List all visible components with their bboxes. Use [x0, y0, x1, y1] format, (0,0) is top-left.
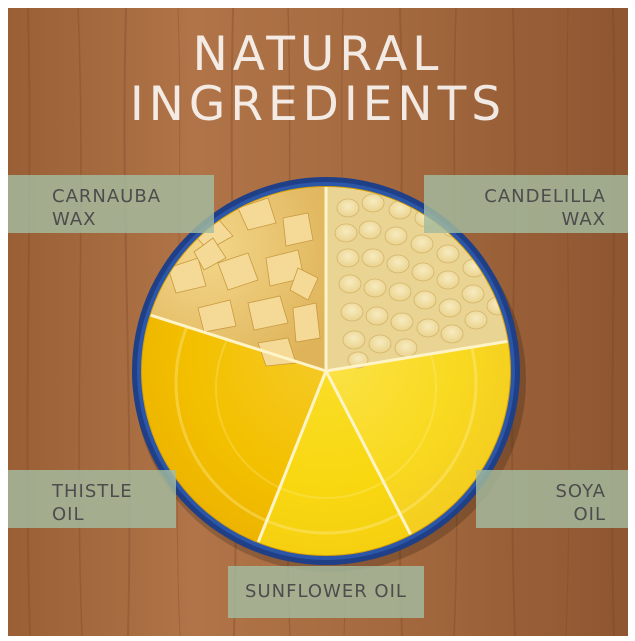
title-line-1: NATURAL: [192, 27, 444, 82]
sunflower-oil-segment: [248, 371, 428, 555]
label-soya-oil: SOYA OIL: [476, 470, 628, 528]
label-candelilla-wax: CANDELILLA WAX: [424, 175, 628, 233]
infographic: NATURAL INGREDIENTS CARNAUBA WAX CANDELI…: [8, 8, 628, 636]
label-sunflower-oil: SUNFLOWER OIL: [228, 566, 424, 618]
label-carnauba-wax: CARNAUBA WAX: [8, 175, 214, 233]
ingredient-bowl-illustration: [8, 8, 628, 636]
candelilla-pellets: [334, 193, 510, 369]
page-title: NATURAL INGREDIENTS: [8, 30, 628, 130]
label-thistle-oil: THISTLE OIL: [8, 470, 176, 528]
title-line-2: INGREDIENTS: [129, 77, 507, 132]
